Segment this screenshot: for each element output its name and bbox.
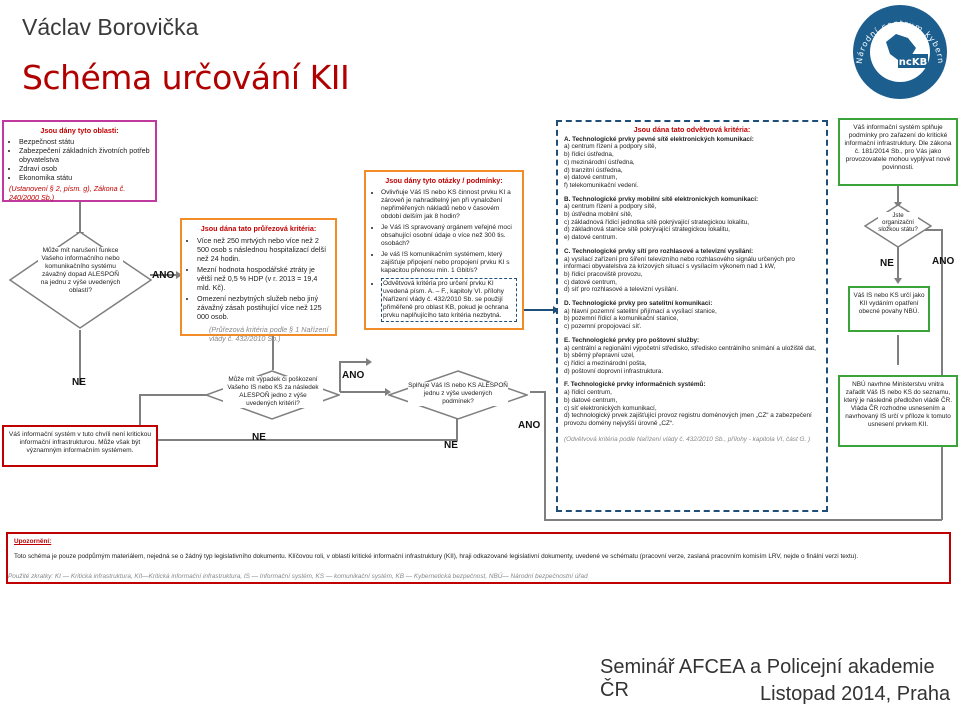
odvetvova-box: Jsou dána tato odvětvová kritéria: A. Te… [556, 120, 828, 512]
prurezova-heading: Jsou dána tato průřezová kritéria: [200, 224, 317, 233]
section-item: b) sběrný přepravní uzel, [564, 352, 635, 360]
otazky-item: Je Váš IS spravovaný orgánem veřejné moc… [381, 224, 517, 248]
section-item: a) vysílací zařízení pro šíření televizn… [564, 255, 795, 271]
prurezova-item: Mezní hodnota hospodářské ztráty je větš… [197, 265, 330, 292]
section-item: b) řídicí pracoviště provozu, [564, 270, 643, 278]
zkratky-text: Použité zkratky: KI — Kritická infrastru… [8, 573, 588, 580]
nckb-logo: Národní centrum kybernetické bezpečnosti… [843, 0, 954, 102]
ano-label: ANO [518, 420, 541, 431]
author-name: Václav Borovička [22, 14, 199, 40]
otazky-box: Jsou dány tyto otázky / podmínky: Ovlivň… [364, 170, 524, 330]
footer-date: Listopad 2014, Praha [760, 683, 951, 705]
jste-org-text: Jste organizační složkou státu? [878, 212, 918, 233]
section-d-title: D. Technologické prvky pro satelitní kom… [564, 300, 713, 308]
section-item: a) centrální a regionální výpočetní stře… [564, 344, 816, 352]
section-f-title: F. Technologické prvky informačních syst… [564, 381, 706, 389]
footer-event: Seminář AFCEA a Policejní akademie ČR [600, 656, 935, 701]
section-b: B. Technologické prvky mobilní sítě elek… [564, 196, 820, 242]
ne-label: NE [444, 440, 458, 451]
ano-label: ANO [932, 256, 955, 267]
section-item: c) síť elektronických komunikací, [564, 404, 657, 412]
otazky-heading: Jsou dány tyto otázky / podmínky: [385, 176, 503, 185]
odvetvova-heading: Jsou dána tato odvětvová kritéria: [633, 125, 751, 134]
upozorneni-text: Toto schéma je pouze podpůrným materiále… [14, 553, 859, 560]
section-c-title: C. Technologické prvky sítí pro rozhlaso… [564, 247, 754, 255]
upozorneni-box: Upozornění: Toto schéma je pouze podpůrn… [6, 532, 951, 584]
section-item: c) pozemní propojovací síť. [564, 323, 642, 331]
oblasti-item: Bezpečnost státu [19, 137, 150, 146]
section-item: b) datové centrum, [564, 396, 618, 404]
section-f: F. Technologické prvky informačních syst… [564, 381, 820, 427]
section-item: a) centrum řízení a podpory sítě, [564, 143, 657, 151]
upozorneni-heading: Upozornění: [14, 538, 52, 545]
prurezova-item: Více než 250 mrtvých nebo více než 2 500… [197, 236, 330, 263]
otazky-item: Odvětvová kritéria pro určení prvku KI u… [381, 278, 517, 322]
section-item: f) telekomunikační vedení. [564, 181, 639, 189]
prurezova-note: (Průřezová kritéria podle § 1 Nařízení v… [209, 325, 329, 343]
neni-kii-box: Váš informační systém v tuto chvíli není… [2, 425, 158, 467]
ano-label: ANO [152, 270, 175, 281]
logo-badge-text: ncKB [899, 57, 927, 68]
ne-label: NE [252, 432, 266, 443]
oblasti-box: Jsou dány tyto oblasti: Bezpečnost státu… [2, 120, 157, 202]
splnuje-is-diamond: Splňuje Váš IS nebo KS ALESPOŇ jednu z v… [388, 370, 528, 420]
oblasti-heading: Jsou dány tyto oblasti: [40, 126, 119, 135]
vypadek-text: Může mít výpadek či poškození Vašeho IS … [223, 376, 323, 408]
section-item: a) řídicí centrum, [564, 389, 612, 397]
section-c: C. Technologické prvky sítí pro rozhlaso… [564, 248, 820, 294]
page-title: Schéma určování KII [22, 58, 350, 97]
oblasti-item: Zabezpečení základních životních potřeb … [19, 146, 150, 164]
ne-label: NE [880, 258, 894, 269]
section-d: D. Technologické prvky pro satelitní kom… [564, 300, 820, 331]
jste-org-diamond: Jste organizační složkou státu? [864, 204, 932, 248]
section-a: A. Technologické prvky pevné sítě elektr… [564, 136, 820, 190]
section-item: a) centrum řízení a podpory sítě, [564, 203, 657, 211]
splnuje-podminky-box: Váš informační systém splňuje podmínky p… [838, 118, 958, 186]
prurezova-item: Omezení nezbytných služeb nebo jiný záva… [197, 294, 330, 321]
muze-mit-diamond: Může mít narušení funkce Vašeho informač… [8, 230, 153, 330]
section-e: E. Technologické prvky pro poštovní služ… [564, 337, 820, 376]
section-item: d) poštovní doprovní infrastruktura. [564, 367, 664, 375]
section-item: d) tranzitní ústředna, [564, 166, 623, 174]
section-a-title: A. Technologické prvky pevné sítě elektr… [564, 135, 754, 143]
section-item: c) datové centrum, [564, 278, 617, 286]
section-b-title: B. Technologické prvky mobilní sítě elek… [564, 195, 759, 203]
otazky-item: Je váš IS komunikačním systémem, který z… [381, 251, 517, 275]
section-item: e) datové centrum. [564, 234, 618, 242]
section-item: c) mezinárodní ústředna, [564, 158, 635, 166]
nbu-navrhne-box: NBÚ navrhne Ministerstvu vnitra zařadit … [838, 375, 958, 447]
section-item: e) datové centrum, [564, 174, 618, 182]
ne-label: NE [72, 377, 86, 388]
oblasti-item: Ekonomika státu [19, 173, 150, 182]
oblasti-item: Zdraví osob [19, 164, 150, 173]
section-item: d) technologický prvek zajišťující provo… [564, 412, 812, 427]
section-item: c) základnová řídicí jednotka sítě pokrý… [564, 218, 750, 226]
section-item: a) hlavní pozemní satelitní přijímací a … [564, 307, 717, 315]
odvetvova-note: (Odvětvová kritéria podle Nařízení vlády… [564, 435, 811, 443]
muze-mit-text: Může mít narušení funkce Vašeho informač… [38, 247, 123, 295]
oblasti-note: (Ustanovení § 2, písm. g), Zákona č. 240… [9, 184, 126, 202]
section-item: b) pozemní řídicí a komunikační stanice, [564, 315, 679, 323]
section-item: b) ústředna mobilní sítě, [564, 211, 633, 219]
section-item: d) síť pro rozhlasové a televizní vysílá… [564, 286, 679, 294]
splnuje-is-text: Splňuje Váš IS nebo KS ALESPOŇ jednu z v… [408, 382, 508, 406]
section-item: b) řídicí ústředna, [564, 151, 614, 159]
vypadek-diamond: Může mít výpadek či poškození Vašeho IS … [205, 370, 340, 420]
prurezova-box: Jsou dána tato průřezová kritéria: Více … [180, 218, 337, 343]
otazky-item: Ovlivňuje Váš IS nebo KS činnost prvku K… [381, 189, 517, 221]
section-item: c) řídicí a mezinárodní pošta, [564, 359, 647, 367]
ano-label: ANO [342, 370, 365, 381]
section-item: d) základnová stanice sítě pokrývající s… [564, 226, 730, 234]
section-e-title: E. Technologické prvky pro poštovní služ… [564, 336, 700, 344]
opatreni-nbu-box: Váš IS nebo KS určí jako KII vydáním opa… [848, 286, 930, 332]
